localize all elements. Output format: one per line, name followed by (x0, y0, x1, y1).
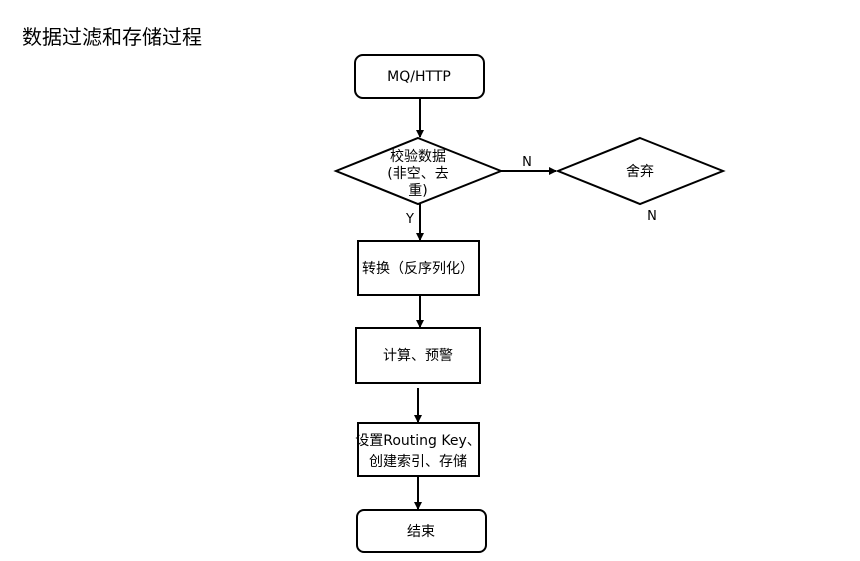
compute-node (355, 327, 481, 384)
validate-decision (333, 136, 504, 206)
start-node (354, 54, 485, 99)
validate-label-line-1: 校验数据 (390, 148, 446, 165)
discard-node-label: 舍弃 (626, 164, 654, 180)
page-title: 数据过滤和存储过程 (22, 25, 202, 49)
edge-label-n-below: N (647, 209, 657, 224)
routing-label-line-2: 创建索引、存储 (369, 453, 467, 470)
edge-label-y: Y (405, 212, 414, 227)
validate-label-line-2: (非空、去 (387, 166, 448, 182)
end-node-label: 结束 (407, 524, 435, 540)
validate-label-line-3: 重) (408, 183, 427, 199)
routing-node (357, 422, 480, 477)
discard-node (555, 136, 726, 206)
routing-label-line-1: 设置Routing Key、 (355, 433, 481, 449)
convert-node-label: 转换（反序列化） (362, 260, 474, 277)
start-node-label: MQ/HTTP (387, 69, 451, 85)
compute-node-label: 计算、预警 (383, 348, 453, 364)
end-node (356, 509, 487, 553)
edge-label-n: N (522, 155, 532, 170)
convert-node (357, 240, 480, 296)
